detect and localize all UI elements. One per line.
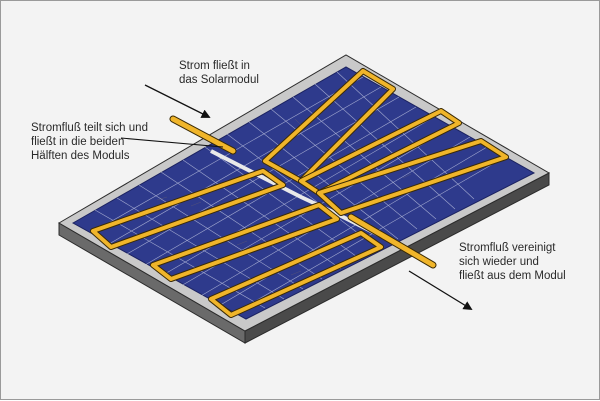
current-lead-out xyxy=(347,213,437,269)
current-path-lower xyxy=(90,168,384,318)
label-line: Hälften des Moduls xyxy=(31,150,130,162)
label-line: Strom fließt in xyxy=(179,60,250,72)
label-line: Stromfluß vereinigt xyxy=(459,242,556,254)
flow-arrows xyxy=(157,119,412,275)
label-current-merge: Stromfluß vereinigt sich wieder und flie… xyxy=(459,241,566,283)
arrow-icon xyxy=(120,137,224,148)
label-current-split: Stromfluß teilt sich und fließt in die b… xyxy=(31,121,148,163)
label-line: sich wieder und xyxy=(459,256,539,268)
label-line: fließt in die beiden xyxy=(31,136,125,148)
label-line: das Solarmodul xyxy=(179,74,259,86)
label-current-in: Strom fließt in das Solarmodul xyxy=(179,59,259,87)
label-line: fließt aus dem Modul xyxy=(459,270,566,282)
current-path-upper xyxy=(262,68,509,216)
arrow-icon xyxy=(144,84,211,118)
label-line: Stromfluß teilt sich und xyxy=(31,122,148,134)
arrow-icon xyxy=(408,270,473,310)
current-lead-in xyxy=(169,115,237,155)
